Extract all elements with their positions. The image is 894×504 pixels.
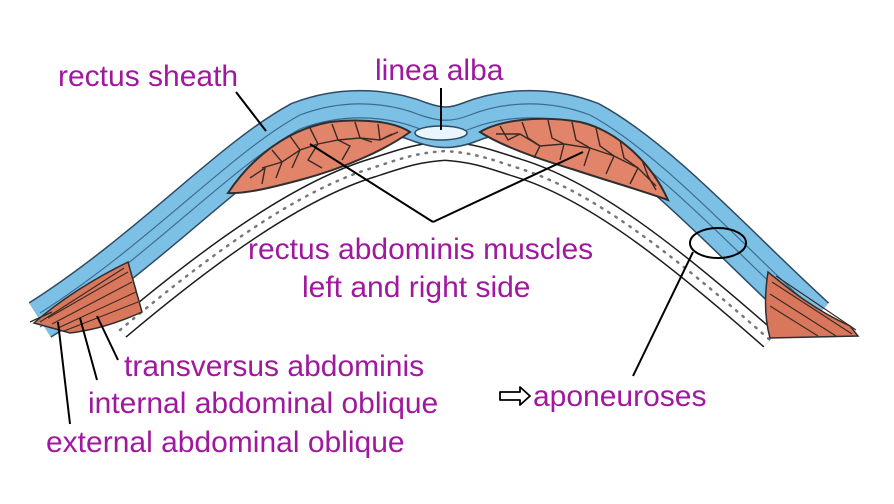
leader-internal-oblique [79, 317, 98, 381]
label-linea-alba: linea alba [375, 54, 504, 87]
inner-layer [113, 140, 777, 348]
leader-external-oblique [57, 321, 71, 425]
leader-lines [57, 88, 694, 425]
rectus-muscle-left [226, 119, 412, 195]
arrow-icon [499, 386, 531, 406]
label-internal-oblique: internal abdominal oblique [88, 387, 438, 420]
lateral-muscles-left [29, 260, 143, 334]
label-rectus-muscles-line1: rectus abdominis muscles [248, 233, 593, 266]
label-external-oblique: external abdominal oblique [46, 426, 405, 459]
rectus-muscle-right [478, 117, 670, 202]
leader-rectus-sheath [235, 91, 267, 132]
label-rectus-sheath: rectus sheath [58, 60, 238, 93]
label-transversus: transversus abdominis [124, 350, 424, 383]
aponeuroses-marker [689, 227, 747, 259]
lateral-muscles-right [764, 270, 860, 339]
leader-aponeuroses [632, 251, 694, 377]
leader-rectus-right [432, 151, 584, 223]
leader-transversus [96, 315, 119, 361]
label-rectus-muscles-line2: left and right side [302, 271, 530, 304]
leader-rectus-left [309, 143, 434, 223]
label-aponeuroses: aponeuroses [533, 380, 706, 413]
